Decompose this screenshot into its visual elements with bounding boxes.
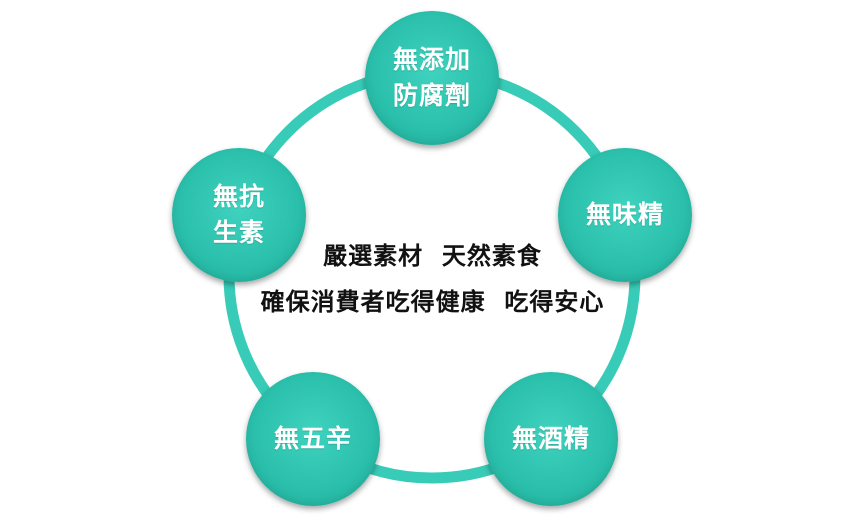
node-no-alcohol-line1: 無酒精 (511, 424, 590, 453)
center-text-line2: 確保消費者吃得健康 吃得安心 (260, 288, 605, 316)
node-no-antibiotics: 無抗 生素 (172, 148, 306, 282)
node-no-preservatives-line2: 防腐劑 (392, 81, 471, 110)
node-no-preservatives: 無添加 防腐劑 (365, 11, 499, 145)
node-no-pungent-line1: 無五辛 (273, 424, 352, 453)
node-no-antibiotics-line1: 無抗 (212, 182, 265, 211)
node-no-preservatives-line1: 無添加 (392, 45, 471, 74)
node-no-msg: 無味精 (558, 148, 692, 282)
center-text-line1: 嚴選素材 天然素食 (323, 242, 542, 270)
node-no-msg-line1: 無味精 (585, 200, 664, 229)
node-no-pungent: 無五辛 (246, 372, 380, 506)
node-no-alcohol: 無酒精 (484, 372, 618, 506)
node-no-antibiotics-line2: 生素 (212, 218, 265, 247)
